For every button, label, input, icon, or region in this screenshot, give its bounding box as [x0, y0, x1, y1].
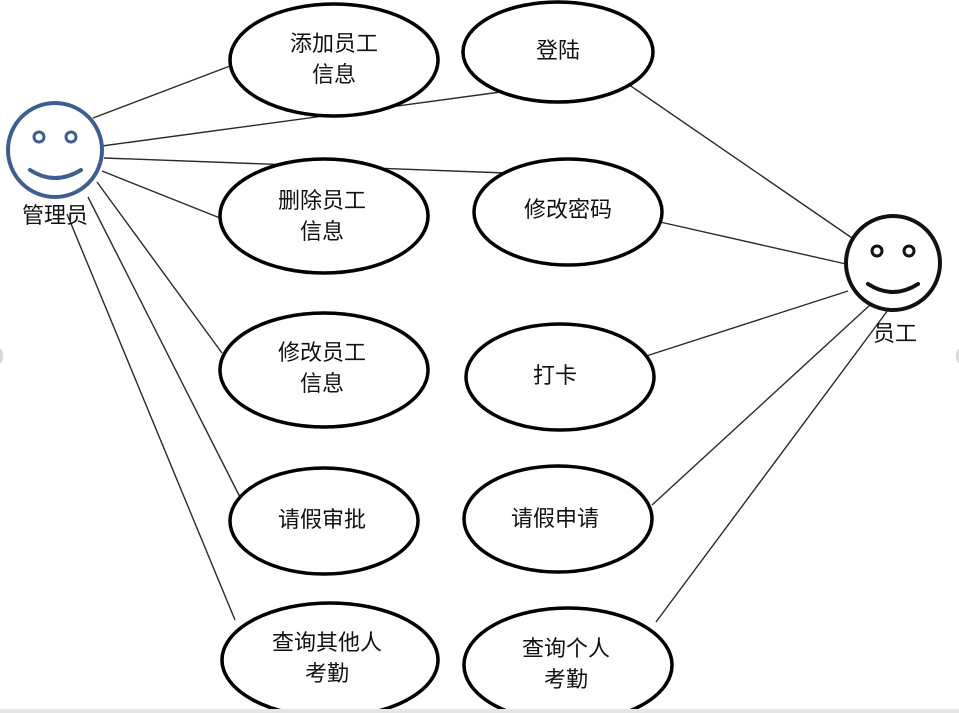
- usecase-change-password-label: 修改密码: [523, 198, 612, 223]
- usecase-edit-employee: [218, 311, 430, 429]
- assoc-employee-query-own: [655, 309, 889, 623]
- usecase-edit-employee-label: 修改员工信息: [277, 341, 366, 397]
- assoc-admin-add-employee: [92, 65, 231, 119]
- assoc-admin-login: [101, 90, 509, 147]
- usecase-login: [461, 0, 655, 104]
- usecase-query-own: [462, 606, 674, 713]
- usecase-delete-employee: [218, 157, 430, 275]
- usecase-query-others: [220, 601, 440, 713]
- usecase-approve-leave-label: 请假审批: [277, 508, 366, 533]
- usecase-approve-leave: [228, 466, 420, 576]
- assoc-admin-approve-leave: [87, 196, 245, 506]
- usecase-delete-employee-label: 删除员工信息: [277, 189, 366, 245]
- assoc-admin-delete-employee: [101, 170, 226, 221]
- assoc-employee-change-password: [659, 221, 847, 265]
- employee-actor-icon: [844, 214, 942, 312]
- assoc-employee-login: [624, 81, 853, 239]
- assoc-admin-edit-employee: [96, 181, 223, 354]
- assoc-employee-clock-in: [639, 290, 849, 359]
- assoc-employee-apply-leave: [651, 304, 871, 506]
- usecase-change-password: [472, 157, 664, 267]
- assoc-admin-query-others: [66, 213, 236, 621]
- admin-actor-label: 管理员: [22, 204, 89, 229]
- employee-associations: [624, 81, 889, 623]
- right-scroll-marker[interactable]: [956, 349, 959, 363]
- usecase-apply-leave-label: 请假申请: [510, 507, 599, 532]
- admin-actor-icon: [6, 101, 104, 199]
- bottom-edge: [0, 709, 959, 713]
- usecase-apply-leave: [462, 464, 654, 574]
- usecase-add-employee: [228, 2, 440, 118]
- usecase-add-employee-label: 添加员工信息: [289, 32, 378, 88]
- usecase-query-others-label: 查询其他人考勤: [271, 631, 382, 687]
- usecase-clock-in-label: 打卡: [532, 364, 577, 389]
- employee-actor-label: 员工: [873, 322, 918, 347]
- usecase-login-label: 登陆: [535, 39, 580, 64]
- usecase-query-own-label: 查询个人考勤: [521, 637, 610, 693]
- left-scroll-marker[interactable]: [0, 349, 3, 363]
- usecase-clock-in: [464, 322, 656, 432]
